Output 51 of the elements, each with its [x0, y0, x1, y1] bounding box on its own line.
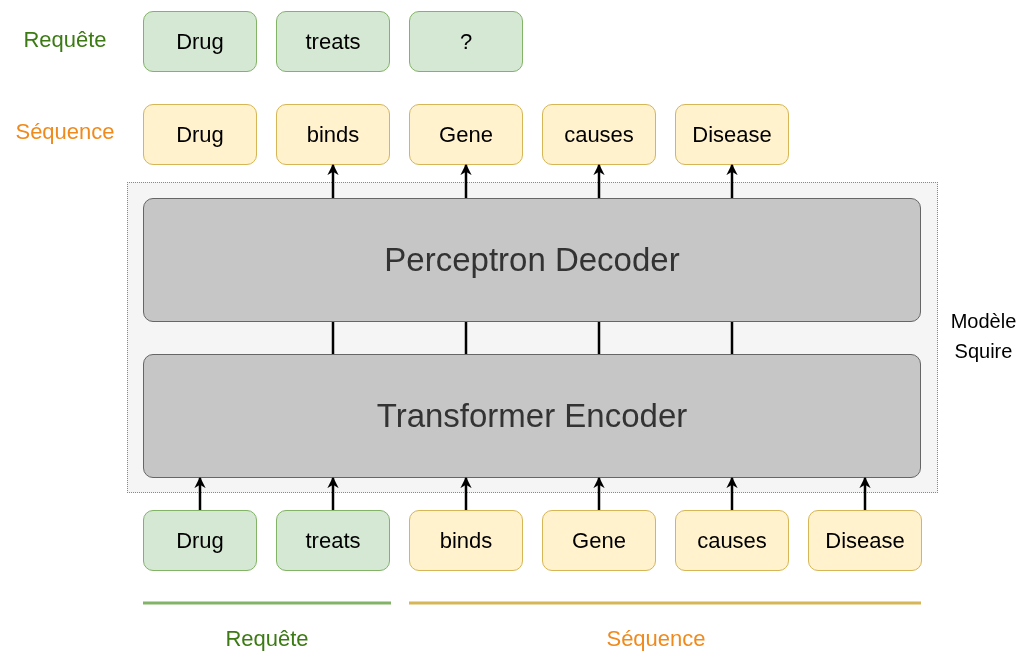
- node-text: binds: [306, 121, 360, 148]
- arrow: [859, 476, 871, 510]
- decoder-box: [143, 198, 921, 322]
- connector-line: [730, 322, 734, 354]
- section-label: Séquence: [606, 626, 706, 652]
- connector-line: [597, 322, 601, 354]
- node-text: Drug: [176, 121, 224, 148]
- node-text: causes: [697, 527, 767, 554]
- model-label: Modèle Squire: [949, 309, 1018, 364]
- arrow: [327, 163, 339, 198]
- node-text: Gene: [439, 121, 493, 148]
- node-text: treats: [305, 527, 361, 554]
- node-text: Perceptron Decoder: [384, 241, 680, 279]
- arrow: [593, 163, 605, 198]
- token-box: [276, 11, 390, 72]
- connector-line: [464, 322, 468, 354]
- node-text: Disease: [825, 527, 905, 554]
- section-label: Séquence: [15, 119, 115, 145]
- token-box: [675, 510, 789, 571]
- arrow: [726, 476, 738, 510]
- token-box: [276, 510, 390, 571]
- token-box: [808, 510, 922, 571]
- section-label: Requête: [225, 626, 309, 652]
- connector-line: [331, 322, 335, 354]
- arrow: [327, 476, 339, 510]
- node-text: causes: [564, 121, 634, 148]
- node-text: Gene: [572, 527, 626, 554]
- arrow: [593, 476, 605, 510]
- node-text: Transformer Encoder: [376, 397, 688, 435]
- token-box: [542, 104, 656, 165]
- section-label: Requête: [23, 27, 107, 53]
- token-box: [143, 510, 257, 571]
- node-text: ?: [459, 28, 473, 55]
- token-box: [143, 11, 257, 72]
- token-box: [675, 104, 789, 165]
- token-box: [143, 104, 257, 165]
- token-box: [409, 104, 523, 165]
- token-box: [276, 104, 390, 165]
- arrow: [194, 476, 206, 510]
- node-text: binds: [439, 527, 493, 554]
- node-text: Drug: [176, 28, 224, 55]
- arrow: [460, 476, 472, 510]
- node-text: Disease: [692, 121, 772, 148]
- encoder-box: [143, 354, 921, 478]
- arrow: [460, 163, 472, 198]
- token-box: [409, 11, 523, 72]
- token-box: [542, 510, 656, 571]
- token-box: [409, 510, 523, 571]
- node-text: Drug: [176, 527, 224, 554]
- arrow: [726, 163, 738, 198]
- node-text: treats: [305, 28, 361, 55]
